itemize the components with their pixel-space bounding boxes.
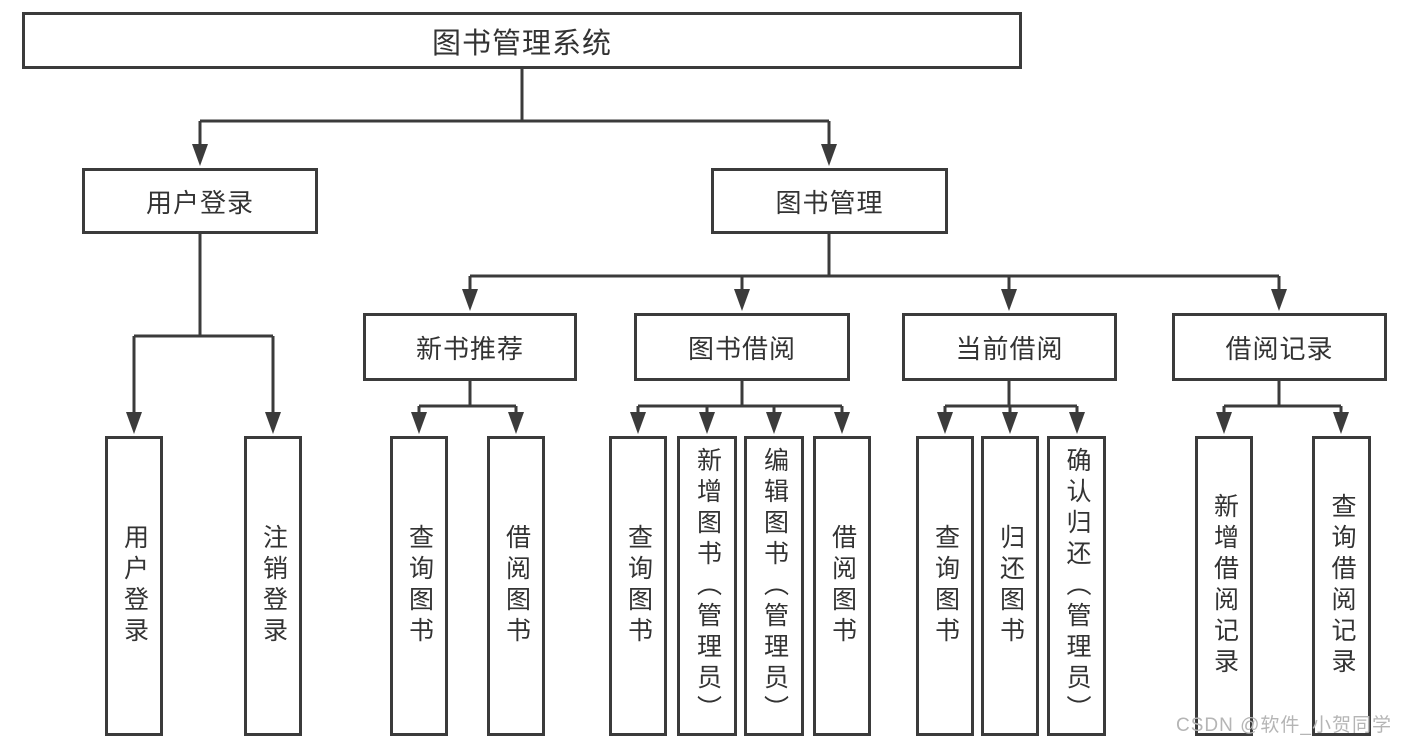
node-borrow-records: 借阅记录 — [1172, 313, 1387, 381]
node-label: 注销登录 — [259, 524, 288, 648]
leaf-borrow-books: 借阅图书 — [813, 436, 871, 736]
node-label: 用户登录 — [145, 187, 254, 218]
node-label: 查询图书 — [624, 524, 653, 648]
connector-current-borrow-to-leaves — [937, 381, 1085, 434]
node-label: 新增图书（管理员） — [693, 446, 722, 726]
csdn-watermark: CSDN @软件_小贺同学 — [1176, 715, 1392, 736]
node-label: 图书管理系统 — [431, 27, 612, 60]
leaf-user-login: 用户登录 — [105, 436, 163, 736]
node-label: 查询图书 — [931, 524, 960, 648]
node-label: 查询借阅记录 — [1328, 493, 1356, 679]
node-label: 图书借阅 — [687, 333, 796, 364]
node-label: 当前借阅 — [955, 333, 1064, 364]
leaf-query-borrow-record: 查询借阅记录 — [1312, 436, 1371, 736]
node-book-management: 图书管理 — [711, 168, 948, 234]
connector-borrow-records-to-leaves — [1216, 381, 1349, 434]
connector-book-borrow-to-leaves — [630, 381, 850, 434]
node-label: 图书管理 — [775, 187, 884, 218]
connector-new-book-recommend-to-leaves — [411, 381, 524, 434]
leaf-query-books-recommend: 查询图书 — [390, 436, 448, 736]
node-label: 借阅图书 — [502, 524, 531, 648]
node-current-borrow: 当前借阅 — [902, 313, 1117, 381]
leaf-borrow-books-recommend: 借阅图书 — [487, 436, 545, 736]
leaf-add-books-admin: 新增图书（管理员） — [677, 436, 737, 736]
node-user-login: 用户登录 — [82, 168, 318, 234]
node-new-book-recommend: 新书推荐 — [363, 313, 577, 381]
connector-book-management-to-level3 — [462, 234, 1287, 311]
leaf-add-borrow-record: 新增借阅记录 — [1195, 436, 1253, 736]
node-label: 查询图书 — [405, 524, 434, 648]
node-label: 用户登录 — [120, 524, 149, 648]
node-label: 借阅图书 — [828, 524, 857, 648]
node-label: 确认归还（管理员） — [1063, 446, 1091, 726]
node-label: 归还图书 — [996, 524, 1025, 648]
node-library-management-system: 图书管理系统 — [22, 12, 1022, 69]
node-label: 编辑图书（管理员） — [760, 446, 789, 726]
leaf-edit-books-admin: 编辑图书（管理员） — [744, 436, 804, 736]
leaf-query-books-borrow: 查询图书 — [609, 436, 667, 736]
connector-user-login-to-leaves — [126, 234, 281, 434]
connector-root-to-level2 — [192, 68, 837, 166]
node-label: 借阅记录 — [1225, 333, 1334, 364]
leaf-return-books: 归还图书 — [981, 436, 1039, 736]
leaf-logout: 注销登录 — [244, 436, 302, 736]
leaf-query-books-current: 查询图书 — [916, 436, 974, 736]
node-label: 新书推荐 — [415, 333, 524, 364]
leaf-confirm-return-admin: 确认归还（管理员） — [1047, 436, 1106, 736]
node-label: 新增借阅记录 — [1210, 493, 1239, 679]
node-book-borrow: 图书借阅 — [634, 313, 850, 381]
